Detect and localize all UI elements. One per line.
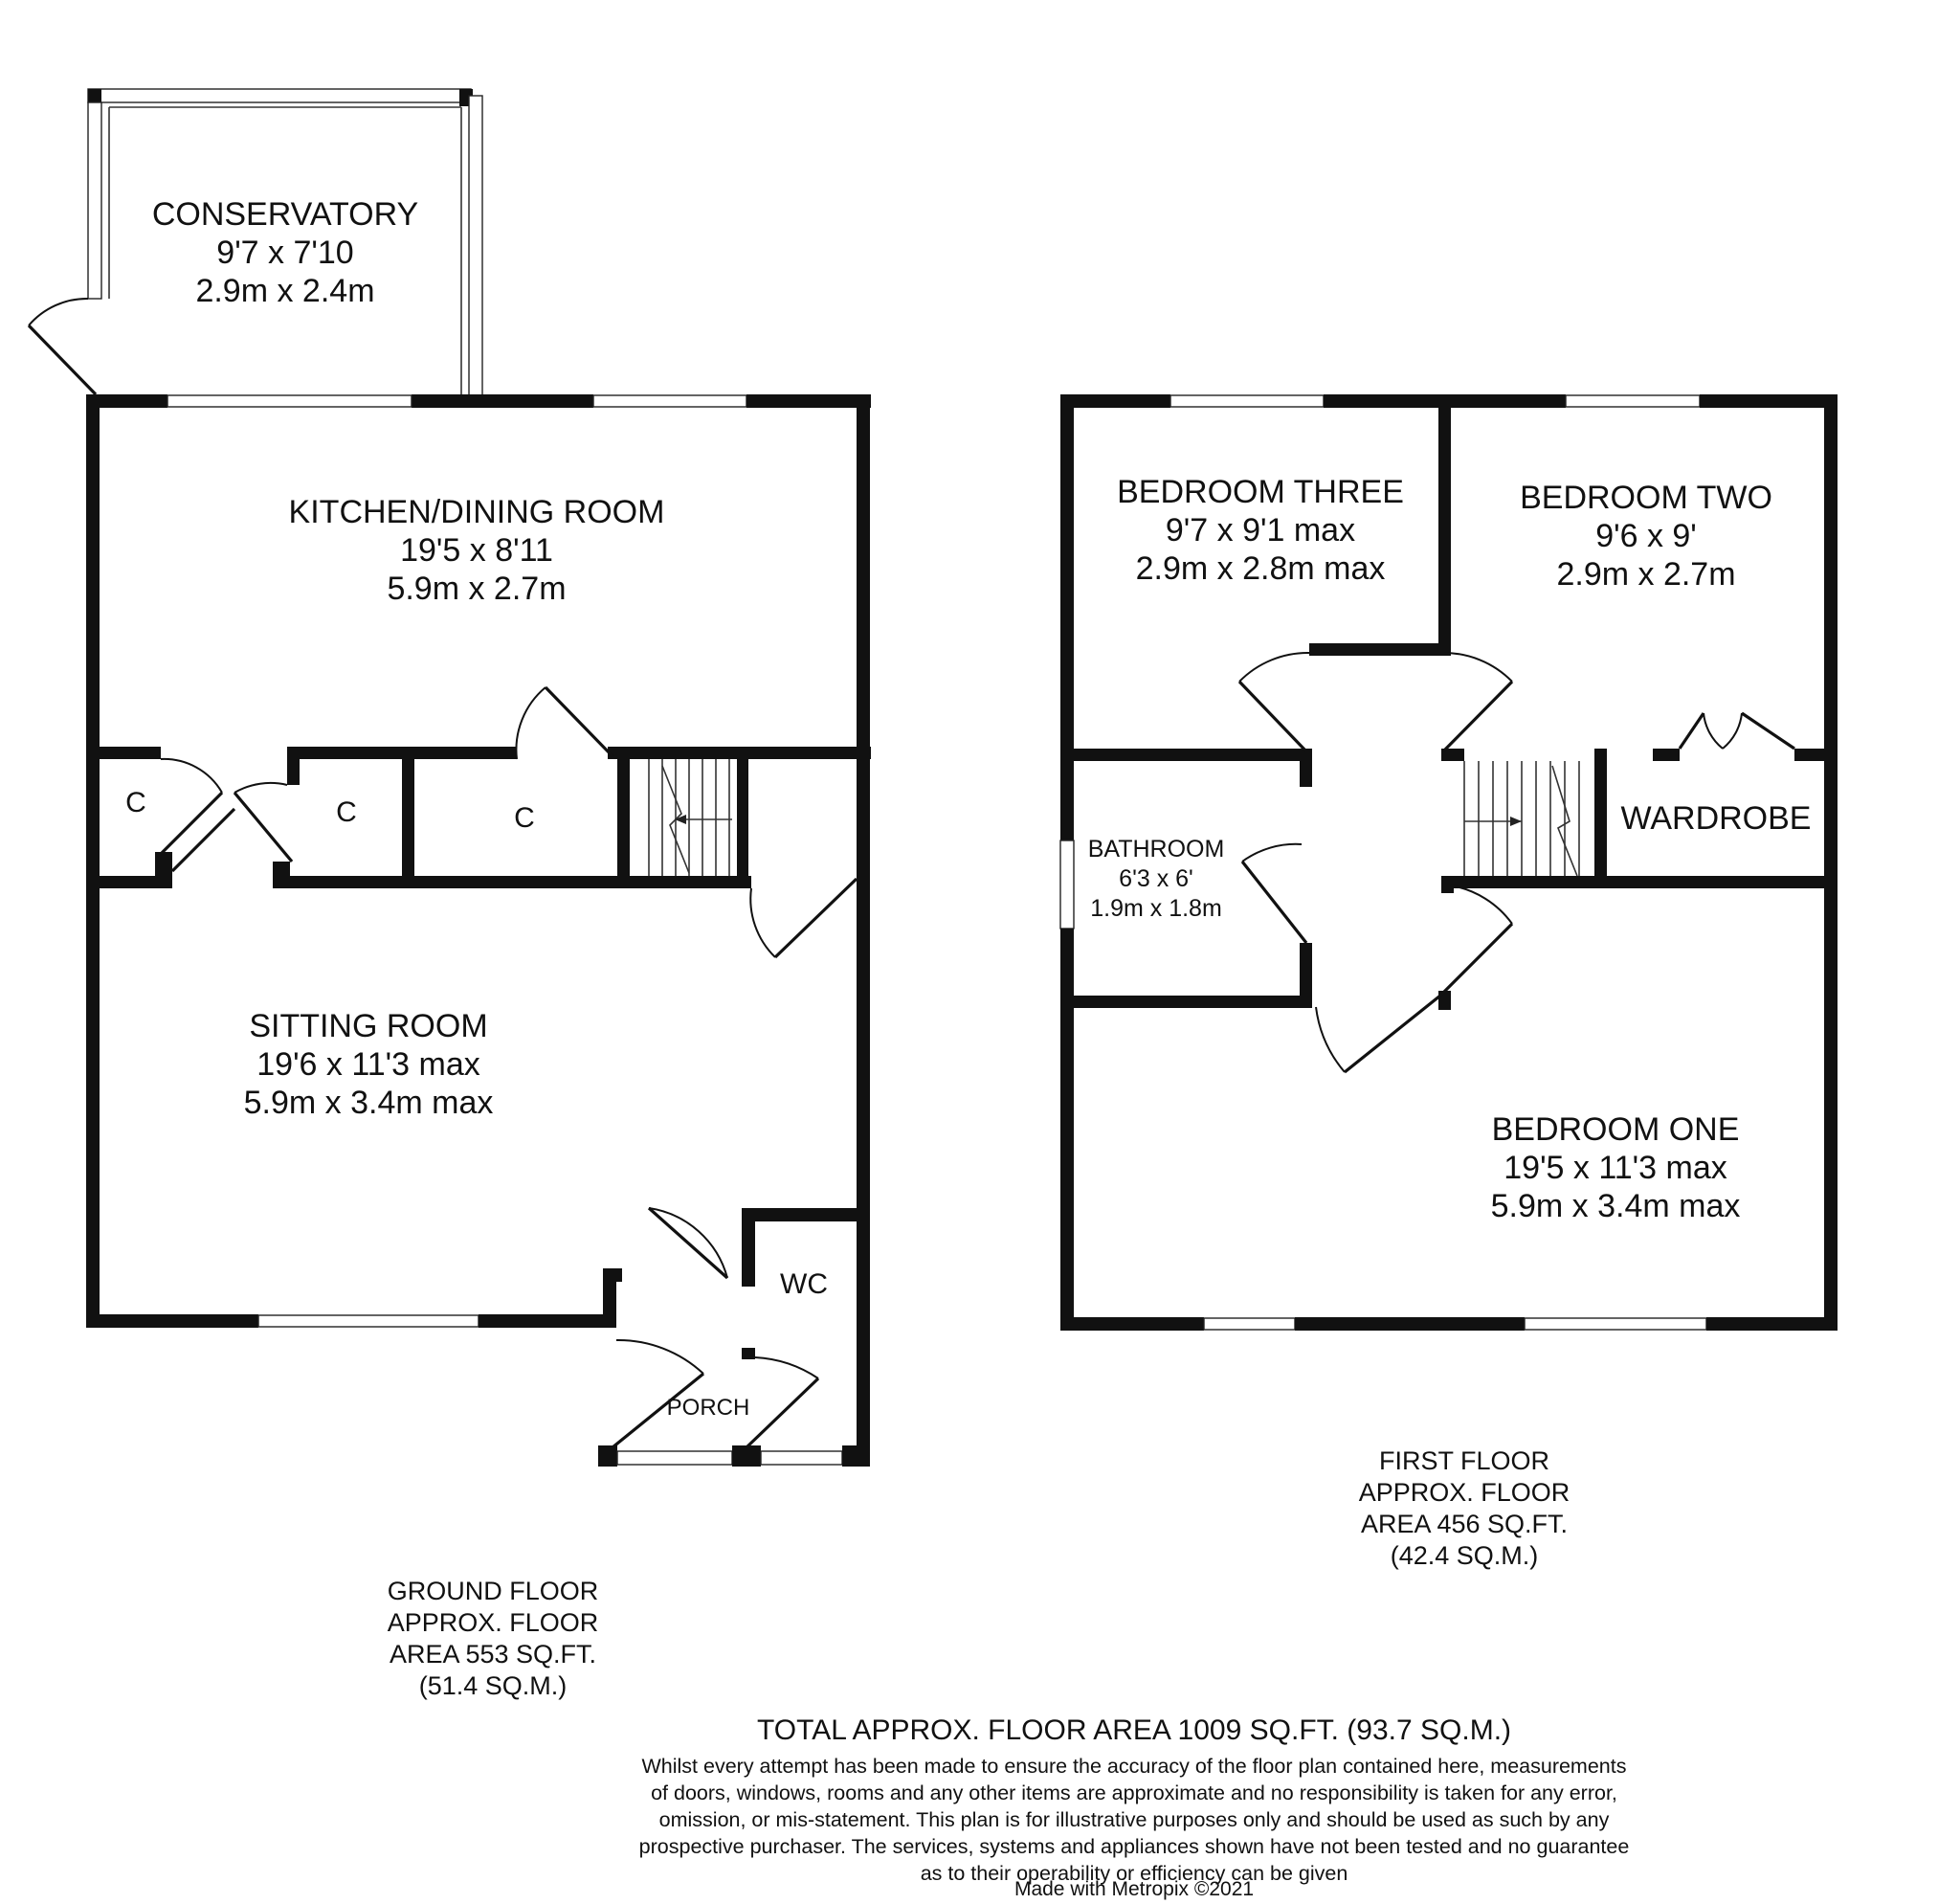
total-floor-area: TOTAL APPROX. FLOOR AREA 1009 SQ.FT. (93…: [756, 1714, 1512, 1746]
wardrobe-label: WARDROBE: [1620, 800, 1812, 837]
wc-label: WC: [780, 1268, 828, 1300]
cupboard-label: C: [125, 787, 146, 818]
first-floor-walls: [1059, 394, 1838, 1331]
disclaimer-line: omission, or mis-statement. This plan is…: [658, 1808, 1610, 1831]
bathroom-label: BATHROOM 6'3 x 6' 1.9m x 1.8m: [1088, 835, 1225, 924]
disclaimer-line: of doors, windows, rooms and any other i…: [651, 1781, 1617, 1804]
first-floor-plan: [1059, 394, 1838, 1331]
room-name: BEDROOM THREE: [1117, 474, 1404, 510]
room-size-metric: 2.9m x 2.8m max: [1135, 550, 1386, 587]
room-size-metric: 5.9m x 2.7m: [387, 571, 567, 607]
sitting-room-label: SITTING ROOM 19'6 x 11'3 max 5.9m x 3.4m…: [244, 1007, 494, 1122]
bedroom-three-label: BEDROOM THREE 9'7 x 9'1 max 2.9m x 2.8m …: [1117, 473, 1404, 588]
ground-floor-internal-walls: [86, 747, 871, 888]
room-name: BATHROOM: [1087, 836, 1225, 862]
caption-line: GROUND FLOOR: [387, 1577, 599, 1605]
ground-floor-plan: [27, 88, 871, 1467]
kitchen-dining-label: KITCHEN/DINING ROOM 19'5 x 8'11 5.9m x 2…: [289, 493, 665, 608]
caption-line: (51.4 SQ.M.): [418, 1671, 568, 1700]
room-name: KITCHEN/DINING ROOM: [288, 494, 665, 530]
room-name: SITTING ROOM: [249, 1008, 488, 1044]
first-floor-area-caption: FIRST FLOOR APPROX. FLOOR AREA 456 SQ.FT…: [1359, 1445, 1570, 1572]
room-size-imperial: 9'6 x 9': [1595, 518, 1697, 554]
disclaimer-line: as to their operability or efficiency ca…: [920, 1862, 1348, 1885]
room-name: BEDROOM TWO: [1520, 480, 1772, 516]
room-size-imperial: 9'7 x 7'10: [216, 235, 354, 271]
room-size-metric: 5.9m x 3.4m max: [1490, 1188, 1741, 1224]
disclaimer-line: prospective purchaser. The services, sys…: [638, 1835, 1630, 1858]
room-size-imperial: 19'5 x 8'11: [400, 532, 553, 569]
conservatory-label: CONSERVATORY 9'7 x 7'10 2.9m x 2.4m: [152, 195, 418, 310]
porch-label: PORCH: [666, 1395, 750, 1421]
caption-line: FIRST FLOOR: [1378, 1446, 1550, 1475]
cupboard-label: C: [514, 802, 535, 834]
caption-line: (42.4 SQ.M.): [1390, 1541, 1539, 1570]
first-floor-stairs: [1463, 761, 1580, 877]
caption-line: AREA 553 SQ.FT.: [389, 1640, 597, 1669]
room-size-metric: 5.9m x 3.4m max: [243, 1085, 494, 1121]
ground-floor-stairs: [648, 759, 732, 876]
ground-floor-walls: [86, 394, 871, 1467]
caption-line: APPROX. FLOOR: [387, 1608, 599, 1637]
made-with-credit: Made with Metropix ©2021: [1014, 1878, 1255, 1900]
room-size-imperial: 6'3 x 6': [1119, 865, 1193, 892]
first-floor-doors: [1237, 651, 1795, 1074]
room-size-metric: 2.9m x 2.4m: [195, 273, 375, 309]
room-size-imperial: 19'6 x 11'3 max: [256, 1046, 480, 1083]
caption-line: AREA 456 SQ.FT.: [1360, 1510, 1569, 1538]
room-size-imperial: 9'7 x 9'1 max: [1165, 512, 1356, 549]
room-name: CONSERVATORY: [151, 196, 419, 233]
disclaimer: Whilst every attempt has been made to en…: [639, 1753, 1630, 1887]
room-size-metric: 1.9m x 1.8m: [1090, 895, 1222, 922]
cupboard-label: C: [336, 796, 357, 828]
conservatory-walls: [27, 88, 483, 405]
room-size-imperial: 19'5 x 11'3 max: [1504, 1150, 1727, 1186]
bedroom-one-label: BEDROOM ONE 19'5 x 11'3 max 5.9m x 3.4m …: [1491, 1110, 1741, 1225]
first-floor-internal-walls: [1060, 408, 1838, 1010]
bedroom-two-label: BEDROOM TWO 9'6 x 9' 2.9m x 2.7m: [1520, 479, 1772, 594]
disclaimer-line: Whilst every attempt has been made to en…: [641, 1755, 1627, 1778]
ground-floor-area-caption: GROUND FLOOR APPROX. FLOOR AREA 553 SQ.F…: [388, 1576, 599, 1702]
room-size-metric: 2.9m x 2.7m: [1556, 556, 1736, 593]
ground-floor-doors: [156, 685, 858, 1449]
room-name: BEDROOM ONE: [1491, 1111, 1740, 1148]
caption-line: APPROX. FLOOR: [1358, 1478, 1570, 1507]
